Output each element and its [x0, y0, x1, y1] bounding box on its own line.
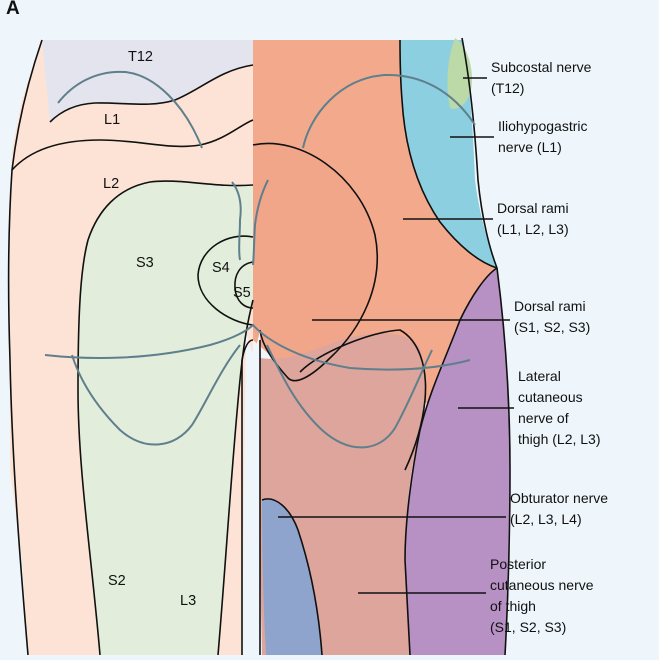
dermatome-t12-label: T12	[128, 49, 153, 65]
label-subcostal: Subcostal nerve (T12)	[491, 59, 595, 96]
dermatome-s3-label: S3	[136, 255, 154, 271]
label-dorsal-rami-lumbar: Dorsal rami (L1, L2, L3)	[497, 200, 572, 237]
dermatome-l1-label: L1	[104, 112, 120, 128]
label-iliohypogastric: Iliohypogastric nerve (L1)	[498, 118, 591, 155]
dermatome-s4-label: S4	[212, 260, 230, 276]
label-lateral-cutaneous: Lateral cutaneous nerve of thigh (L2, L3…	[518, 368, 601, 447]
panel-letter: A	[6, 0, 20, 20]
label-obturator: Obturator nerve (L2, L3, L4)	[510, 490, 612, 527]
dermatome-s5-label: S5	[233, 285, 251, 301]
label-dorsal-rami-sacral: Dorsal rami (S1, S2, S3)	[514, 298, 590, 335]
dermatome-l3-label: L3	[180, 593, 196, 609]
dermatome-l2-label: L2	[103, 176, 119, 192]
dermatome-s2-label: S2	[108, 573, 126, 589]
